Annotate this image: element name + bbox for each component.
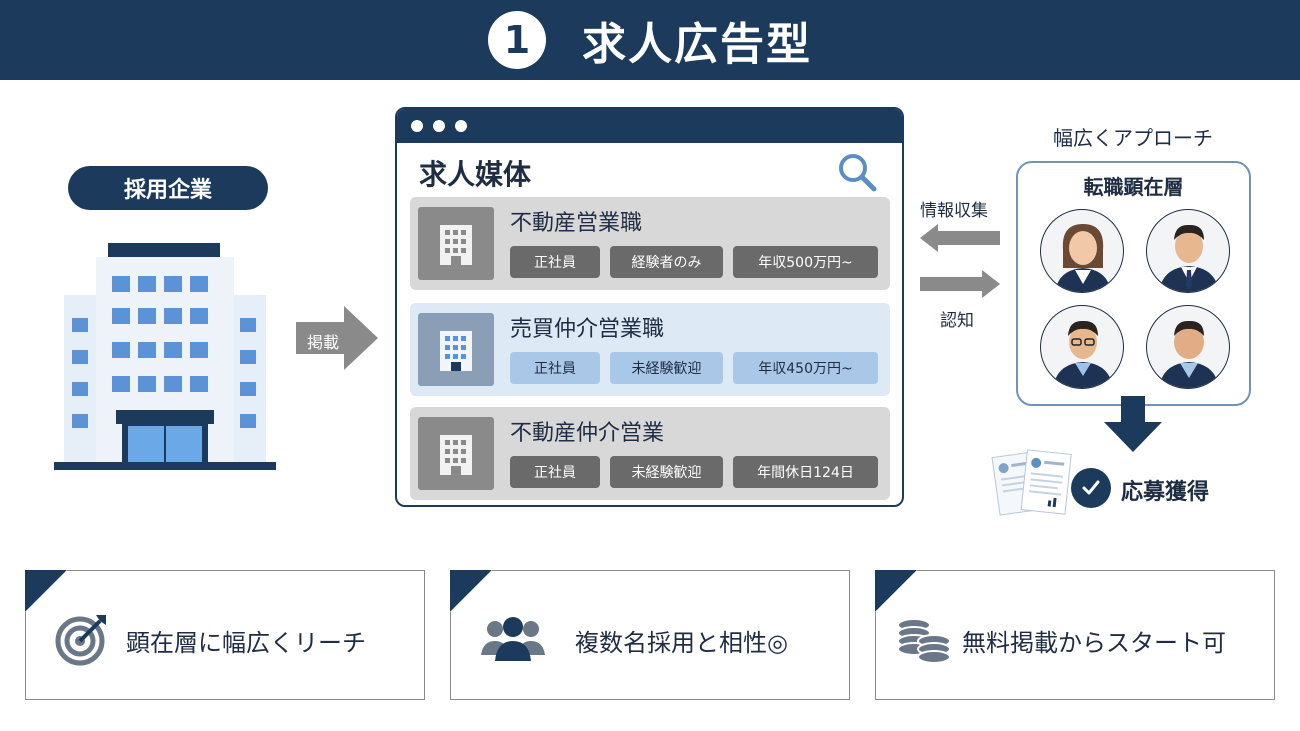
job-title: 不動産仲介営業 [510, 421, 665, 446]
job-tag: 未経験歓迎 [610, 352, 723, 384]
card-corner-decoration [874, 569, 917, 612]
window-dot [433, 120, 445, 132]
job-tag: 年間休日124日 [733, 456, 878, 488]
building-thumb [418, 207, 494, 280]
check-icon [1071, 468, 1111, 508]
job-tag: 正社員 [510, 352, 600, 384]
window-titlebar [397, 109, 902, 143]
avatar-man-glasses [1040, 305, 1124, 389]
candidate-group-box: 転職顕在層 [1016, 161, 1251, 406]
feature-card-free-posting: 無料掲載からスタート可 [874, 569, 1275, 700]
arrow-right-icon [920, 270, 1000, 298]
job-listing-card-highlighted[interactable]: 売買仲介営業職 正社員 未経験歓迎 年収450万円~ [410, 303, 890, 396]
application-result-label: 応募獲得 [1121, 479, 1210, 505]
arrow-down-icon [1104, 396, 1162, 452]
card-corner-decoration [449, 569, 492, 612]
building-icon [440, 224, 472, 265]
job-tag: 正社員 [510, 246, 600, 278]
avatar-man-casual [1146, 305, 1230, 389]
candidate-group-title: 転職顕在層 [1083, 175, 1184, 199]
job-tag: 年収450万円~ [733, 352, 878, 384]
feature-text: 複数名採用と相性◎ [575, 629, 788, 657]
job-listing-card[interactable]: 不動産営業職 正社員 経験者のみ 年収500万円~ [410, 197, 890, 290]
card-corner-decoration [24, 569, 67, 612]
building-thumb [418, 417, 494, 490]
job-media-window: 求人媒体 不動産営業職 正社員 経験者のみ 年収500万円~ 売買仲介営業職 [395, 107, 904, 507]
target-icon [55, 615, 106, 666]
arrow-left-icon [920, 224, 1000, 252]
feature-card-multiple-hires: 複数名採用と相性◎ [449, 569, 850, 700]
post-arrow [296, 306, 378, 370]
job-title: 売買仲介営業職 [510, 317, 665, 342]
step-number: 1 [488, 11, 546, 69]
coins-icon [897, 618, 951, 664]
job-tag: 経験者のみ [610, 246, 723, 278]
job-title: 不動産営業職 [510, 211, 643, 236]
header-banner: 1 求人広告型 [0, 0, 1300, 80]
avatar-woman [1040, 209, 1124, 293]
job-listing-card[interactable]: 不動産仲介営業 正社員 未経験歓迎 年間休日124日 [410, 407, 890, 500]
page-title: 求人広告型 [582, 19, 812, 70]
office-building-icon [54, 243, 276, 470]
window-dot [455, 120, 467, 132]
building-icon [440, 434, 472, 475]
building-icon [440, 330, 472, 371]
people-icon [481, 617, 545, 661]
search-icon[interactable] [836, 151, 878, 193]
building-thumb [418, 313, 494, 386]
resume-documents-icon [991, 449, 1072, 516]
job-tag: 年収500万円~ [733, 246, 878, 278]
awareness-label: 認知 [940, 311, 974, 331]
company-label: 採用企業 [68, 166, 268, 210]
feature-text: 顕在層に幅広くリーチ [126, 629, 366, 657]
info-gathering-label: 情報収集 [920, 201, 988, 221]
media-title: 求人媒体 [419, 158, 532, 191]
job-tag: 未経験歓迎 [610, 456, 723, 488]
feature-card-reach: 顕在層に幅広くリーチ [24, 569, 425, 700]
feature-text: 無料掲載からスタート可 [962, 629, 1226, 657]
job-tag: 正社員 [510, 456, 600, 488]
window-dot [411, 120, 423, 132]
avatar-man [1146, 209, 1230, 293]
approach-label: 幅広くアプローチ [1053, 126, 1213, 150]
post-arrow-label: 掲載 [307, 333, 340, 352]
